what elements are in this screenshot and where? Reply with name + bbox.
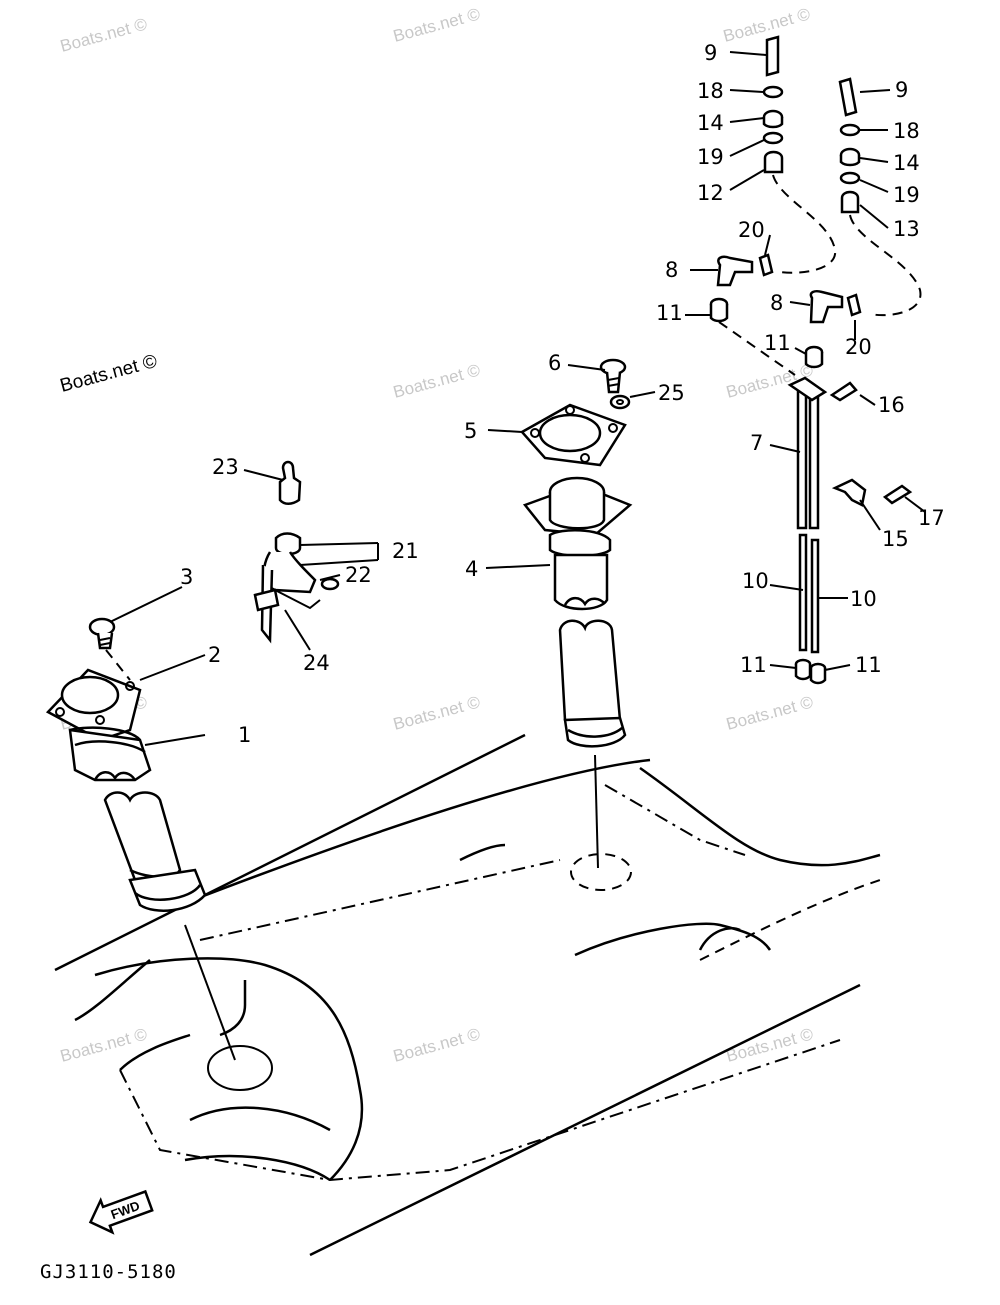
part-8-elbow (716, 255, 844, 324)
callout-8: 8 (770, 291, 783, 315)
callout-8: 8 (665, 258, 678, 282)
callout-14: 14 (893, 151, 920, 175)
part-4-vent-duct (522, 476, 633, 869)
part-21-bracket (253, 532, 321, 644)
part-7-hose (787, 376, 828, 530)
watermark: Boats.net © (391, 692, 482, 734)
callout-4: 4 (465, 557, 478, 581)
watermark: Boats.net © (391, 360, 482, 402)
part-1-vent-duct (45, 668, 236, 1061)
callout-18: 18 (893, 119, 920, 143)
part-15-bracket (831, 478, 867, 507)
watermark: Boats.net © (724, 692, 815, 734)
part-23-clip (278, 460, 302, 505)
part-25-washer (609, 394, 631, 410)
callout-9: 9 (895, 78, 908, 102)
callout-9: 9 (704, 41, 717, 65)
callout-15: 15 (882, 527, 909, 551)
callout-20: 20 (738, 218, 765, 242)
callout-11: 11 (764, 331, 791, 355)
callout-5: 5 (464, 419, 477, 443)
callout-10: 10 (850, 587, 877, 611)
callout-11: 11 (855, 653, 882, 677)
part-22-clamp (320, 577, 340, 591)
callout-21: 21 (392, 539, 419, 563)
callout-20: 20 (845, 335, 872, 359)
callout-1: 1 (238, 723, 251, 747)
watermark-dark: Boats.net © (58, 351, 160, 397)
callout-13: 13 (893, 217, 920, 241)
part-10-hose (798, 533, 820, 654)
part-11-cap (709, 297, 827, 685)
callout-6: 6 (548, 351, 561, 375)
callout-19: 19 (697, 145, 724, 169)
part-16-pin (829, 381, 858, 402)
callout-25: 25 (658, 381, 685, 405)
callout-12: 12 (697, 181, 724, 205)
leader-lines (109, 51, 926, 746)
hull-outline (54, 733, 881, 1257)
callout-2: 2 (208, 643, 221, 667)
part-17-pin (882, 484, 913, 505)
callout-23: 23 (212, 455, 239, 479)
part-5-gasket (520, 403, 627, 467)
watermark: Boats.net © (58, 1024, 149, 1066)
part-20-clamp (758, 253, 862, 317)
callout-11: 11 (656, 301, 683, 325)
left-fitting-stack (762, 35, 837, 274)
watermark: Boats.net © (391, 4, 482, 46)
callout-11: 11 (740, 653, 767, 677)
callout-24: 24 (303, 651, 330, 675)
callout-labels: 1 2 3 4 5 6 7 8 8 9 9 10 10 11 11 11 11 … (180, 41, 945, 747)
callout-17: 17 (918, 506, 945, 530)
fwd-arrow-icon: FWD (88, 1189, 154, 1235)
callout-7: 7 (750, 431, 763, 455)
callout-19: 19 (893, 183, 920, 207)
callout-3: 3 (180, 565, 193, 589)
part-6-screw (599, 358, 627, 394)
callout-10: 10 (742, 569, 769, 593)
callout-18: 18 (697, 79, 724, 103)
watermark: Boats.net © (391, 1024, 482, 1066)
watermark: Boats.net © (58, 14, 149, 56)
callout-14: 14 (697, 111, 724, 135)
part-3-screw (88, 617, 131, 681)
right-fitting-stack (838, 77, 922, 317)
callout-16: 16 (878, 393, 905, 417)
drawing-code: GJ3110-5180 (40, 1261, 177, 1283)
callout-22: 22 (345, 563, 372, 587)
